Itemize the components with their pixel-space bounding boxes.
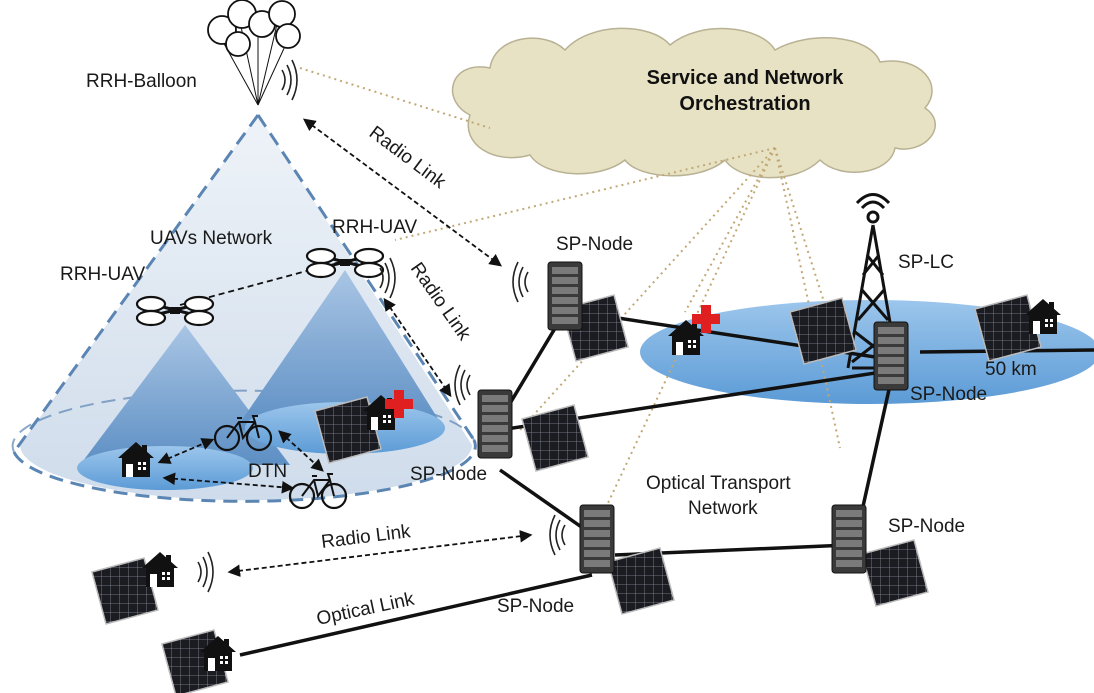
cloud-title-line2: Orchestration bbox=[679, 93, 810, 115]
balloon-icon bbox=[207, 0, 301, 106]
sp-node-signal-icon bbox=[454, 364, 471, 406]
sp-node-bottom-label: SP-Node bbox=[497, 596, 574, 617]
optical-transport-label-line2: Network bbox=[688, 498, 758, 519]
radio-link-bottom-label: Radio Link bbox=[320, 521, 412, 553]
radio-link-uav-label: Radio Link bbox=[406, 259, 475, 345]
rrh-uav-left-label: RRH-UAV bbox=[60, 264, 145, 285]
uav-link bbox=[179, 261, 341, 306]
optical-link bbox=[239, 573, 593, 657]
server-icon bbox=[873, 321, 909, 391]
sp-node-signal-icon bbox=[549, 514, 566, 556]
sp-node-lc-label: SP-Node bbox=[910, 384, 987, 405]
uavs-network-label: UAVs Network bbox=[150, 228, 273, 249]
house-icon bbox=[1025, 299, 1061, 334]
sp-node-signal-icon bbox=[512, 261, 529, 303]
radio-link-bottom bbox=[227, 529, 533, 578]
rrh-balloon-label: RRH-Balloon bbox=[86, 71, 197, 92]
solar-panel-icon bbox=[607, 547, 675, 615]
solar-panel-icon bbox=[521, 404, 589, 472]
uav-signal-icon bbox=[379, 257, 396, 299]
sp-node-right-label: SP-Node bbox=[888, 516, 965, 537]
rrh-uav-right-label: RRH-UAV bbox=[332, 217, 417, 238]
server-icon bbox=[477, 389, 513, 459]
house-signal-icon bbox=[197, 551, 214, 593]
radio-link-balloon bbox=[302, 118, 503, 267]
radio-link-uav bbox=[383, 297, 452, 398]
solar-panel-icon bbox=[861, 539, 929, 607]
sp-node-mid-label: SP-Node bbox=[410, 464, 487, 485]
house-icon bbox=[142, 552, 178, 587]
dtn-links bbox=[157, 430, 324, 494]
sp-lc-label: SP-LC bbox=[898, 252, 954, 273]
server-icon bbox=[579, 504, 615, 574]
sp-node-top-label: SP-Node bbox=[556, 234, 633, 255]
dtn-label: DTN bbox=[248, 461, 287, 482]
server-icon bbox=[547, 261, 583, 331]
optical-link-label: Optical Link bbox=[315, 589, 417, 630]
server-icon bbox=[831, 504, 867, 574]
radio-link-top-label: Radio Link bbox=[365, 122, 450, 193]
balloon-signal-icon bbox=[281, 59, 298, 101]
orchestration-cloud: Service and Network Orchestration bbox=[451, 27, 936, 179]
optical-transport-label-line1: Optical Transport bbox=[646, 473, 791, 494]
distance-label: 50 km bbox=[985, 359, 1037, 380]
cloud-title-line1: Service and Network bbox=[647, 67, 845, 89]
